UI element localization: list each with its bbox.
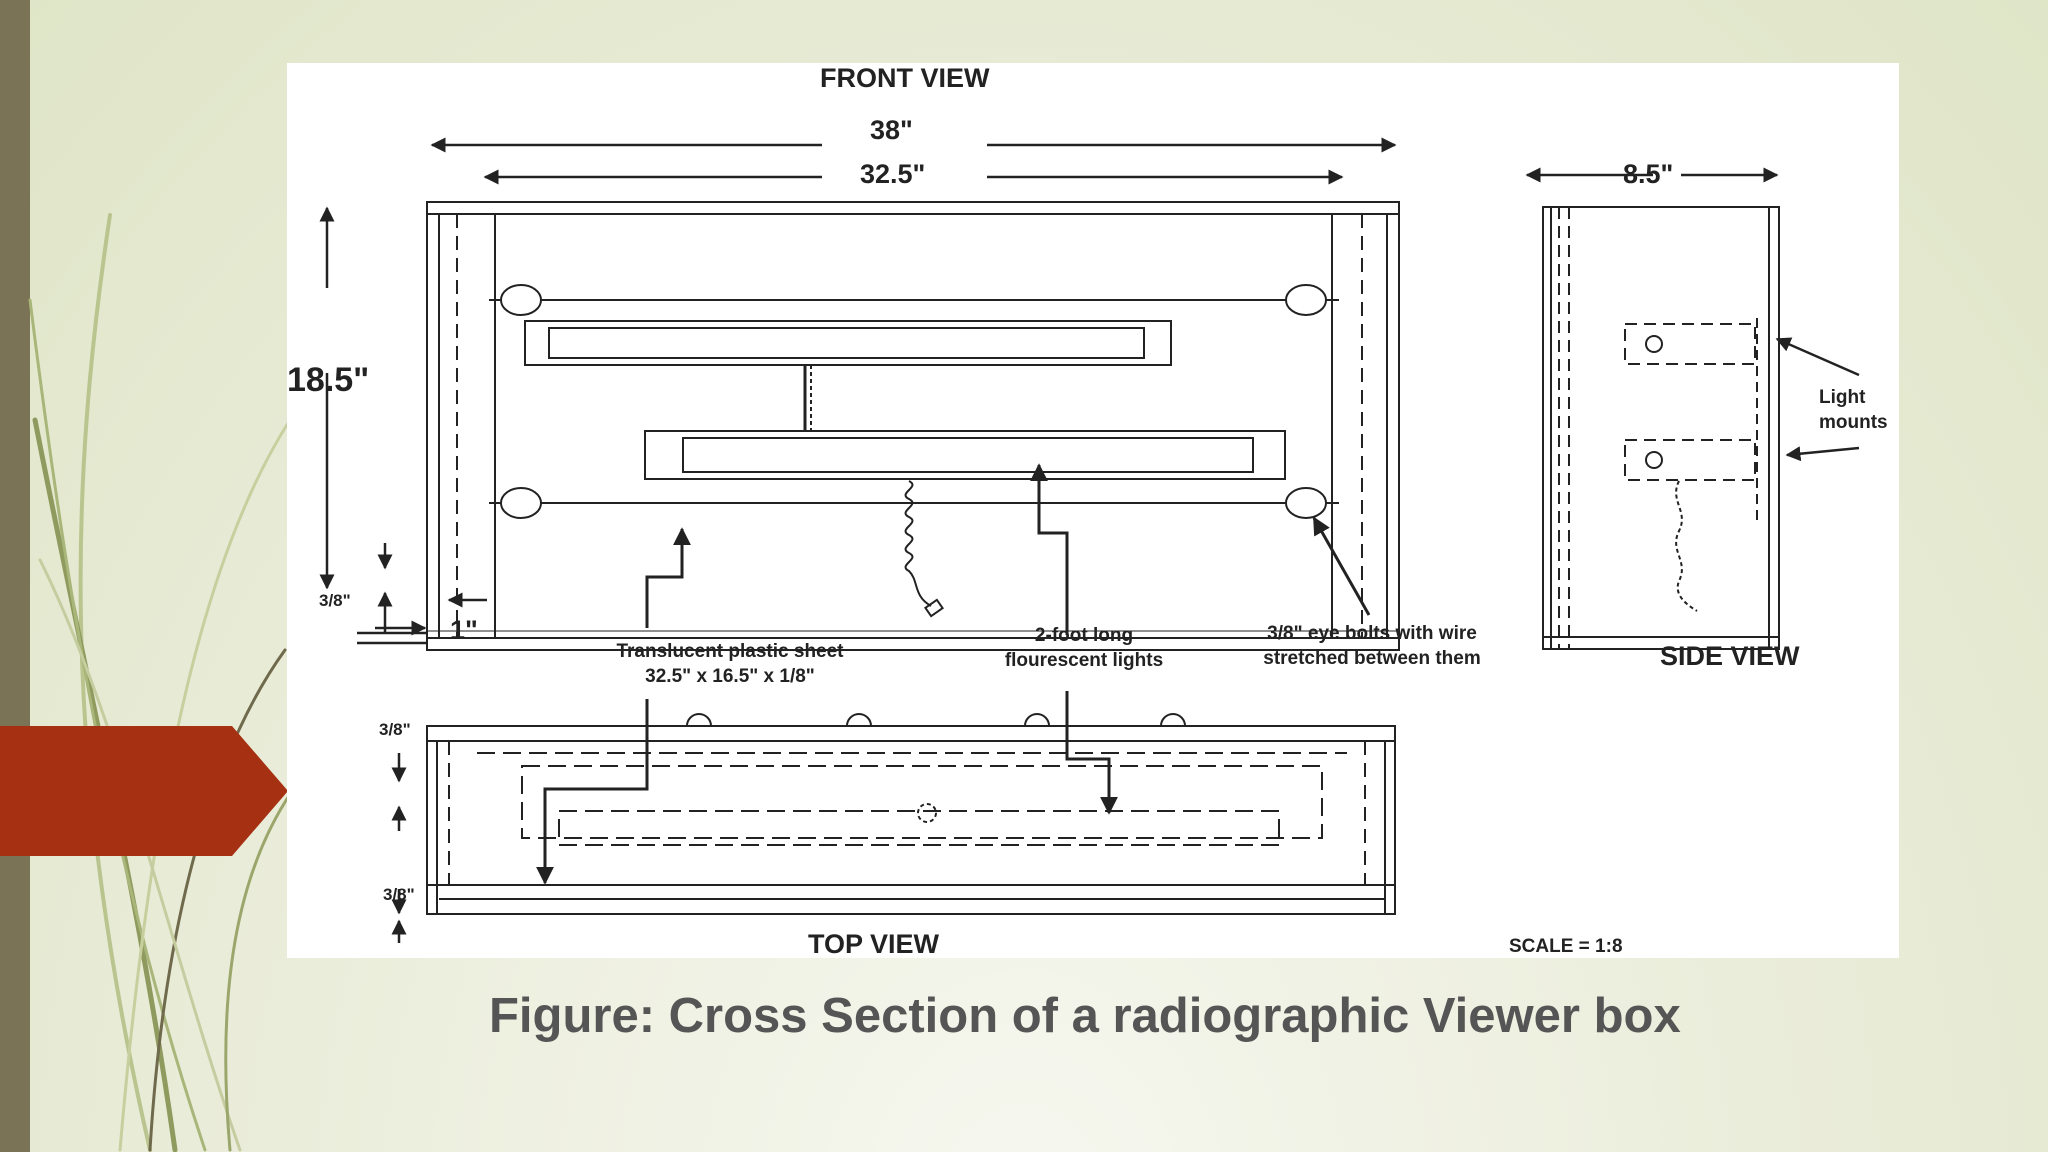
depth-label: 8.5": [1623, 159, 1674, 189]
front-callout-leaders: [645, 463, 1371, 635]
light-mounts-line2: mounts: [1819, 412, 1888, 433]
top-edge-upper-label: 3/8": [379, 720, 411, 739]
front-view-title: FRONT VIEW: [820, 63, 990, 93]
front-edge-thickness-label: 3/8": [319, 591, 351, 610]
fluorescent-tubes-front: [524, 320, 1286, 618]
scale-label: SCALE = 1:8: [1509, 936, 1623, 957]
figure-caption: Figure: Cross Section of a radiographic …: [489, 989, 1681, 1043]
height-label: 18.5": [287, 361, 370, 399]
decorative-grass-strokes: [28, 213, 302, 1152]
eye-bolts-callout: 3/8" eye bolts with wire stretched betwe…: [1227, 621, 1517, 671]
eye-bolts-line1: 3/8" eye bolts with wire: [1267, 623, 1477, 644]
front-view-box: [426, 201, 1400, 651]
lights-callout: 2-foot long flourescent lights: [969, 623, 1199, 673]
front-dimension-arrows: [319, 137, 1397, 645]
side-gap-label: 1": [450, 615, 478, 645]
light-mounts-line1: Light: [1819, 387, 1866, 408]
blueprint-drawing: [319, 137, 1860, 943]
plastic-sheet-callout: Translucent plastic sheet 32.5" x 16.5" …: [570, 639, 890, 689]
side-view-title: SIDE VIEW: [1660, 641, 1800, 671]
outer-width-label: 38": [870, 115, 913, 145]
eye-bolts-and-wires: [489, 284, 1339, 519]
red-pointer-ribbon: [0, 726, 288, 856]
side-view-box: [1525, 167, 1860, 650]
lights-line1: 2-foot long: [1034, 625, 1134, 646]
top-view-box: [391, 691, 1396, 943]
eye-bolts-line2: stretched between them: [1263, 648, 1481, 669]
plastic-sheet-line1: Translucent plastic sheet: [616, 641, 844, 662]
plastic-sheet-line2: 32.5" x 16.5" x 1/8": [645, 666, 815, 687]
left-accent-bar: [0, 0, 30, 1152]
top-view-title: TOP VIEW: [808, 929, 940, 959]
lights-line2: flourescent lights: [1004, 650, 1164, 671]
inner-width-label: 32.5": [860, 159, 926, 189]
diagram-panel: FRONT VIEW 38" 32.5" 18.5" 3/8" 1" Trans…: [287, 63, 1899, 959]
light-mounts-callout: Light mounts: [1819, 385, 1888, 435]
top-edge-lower-label: 3/8": [383, 885, 415, 904]
